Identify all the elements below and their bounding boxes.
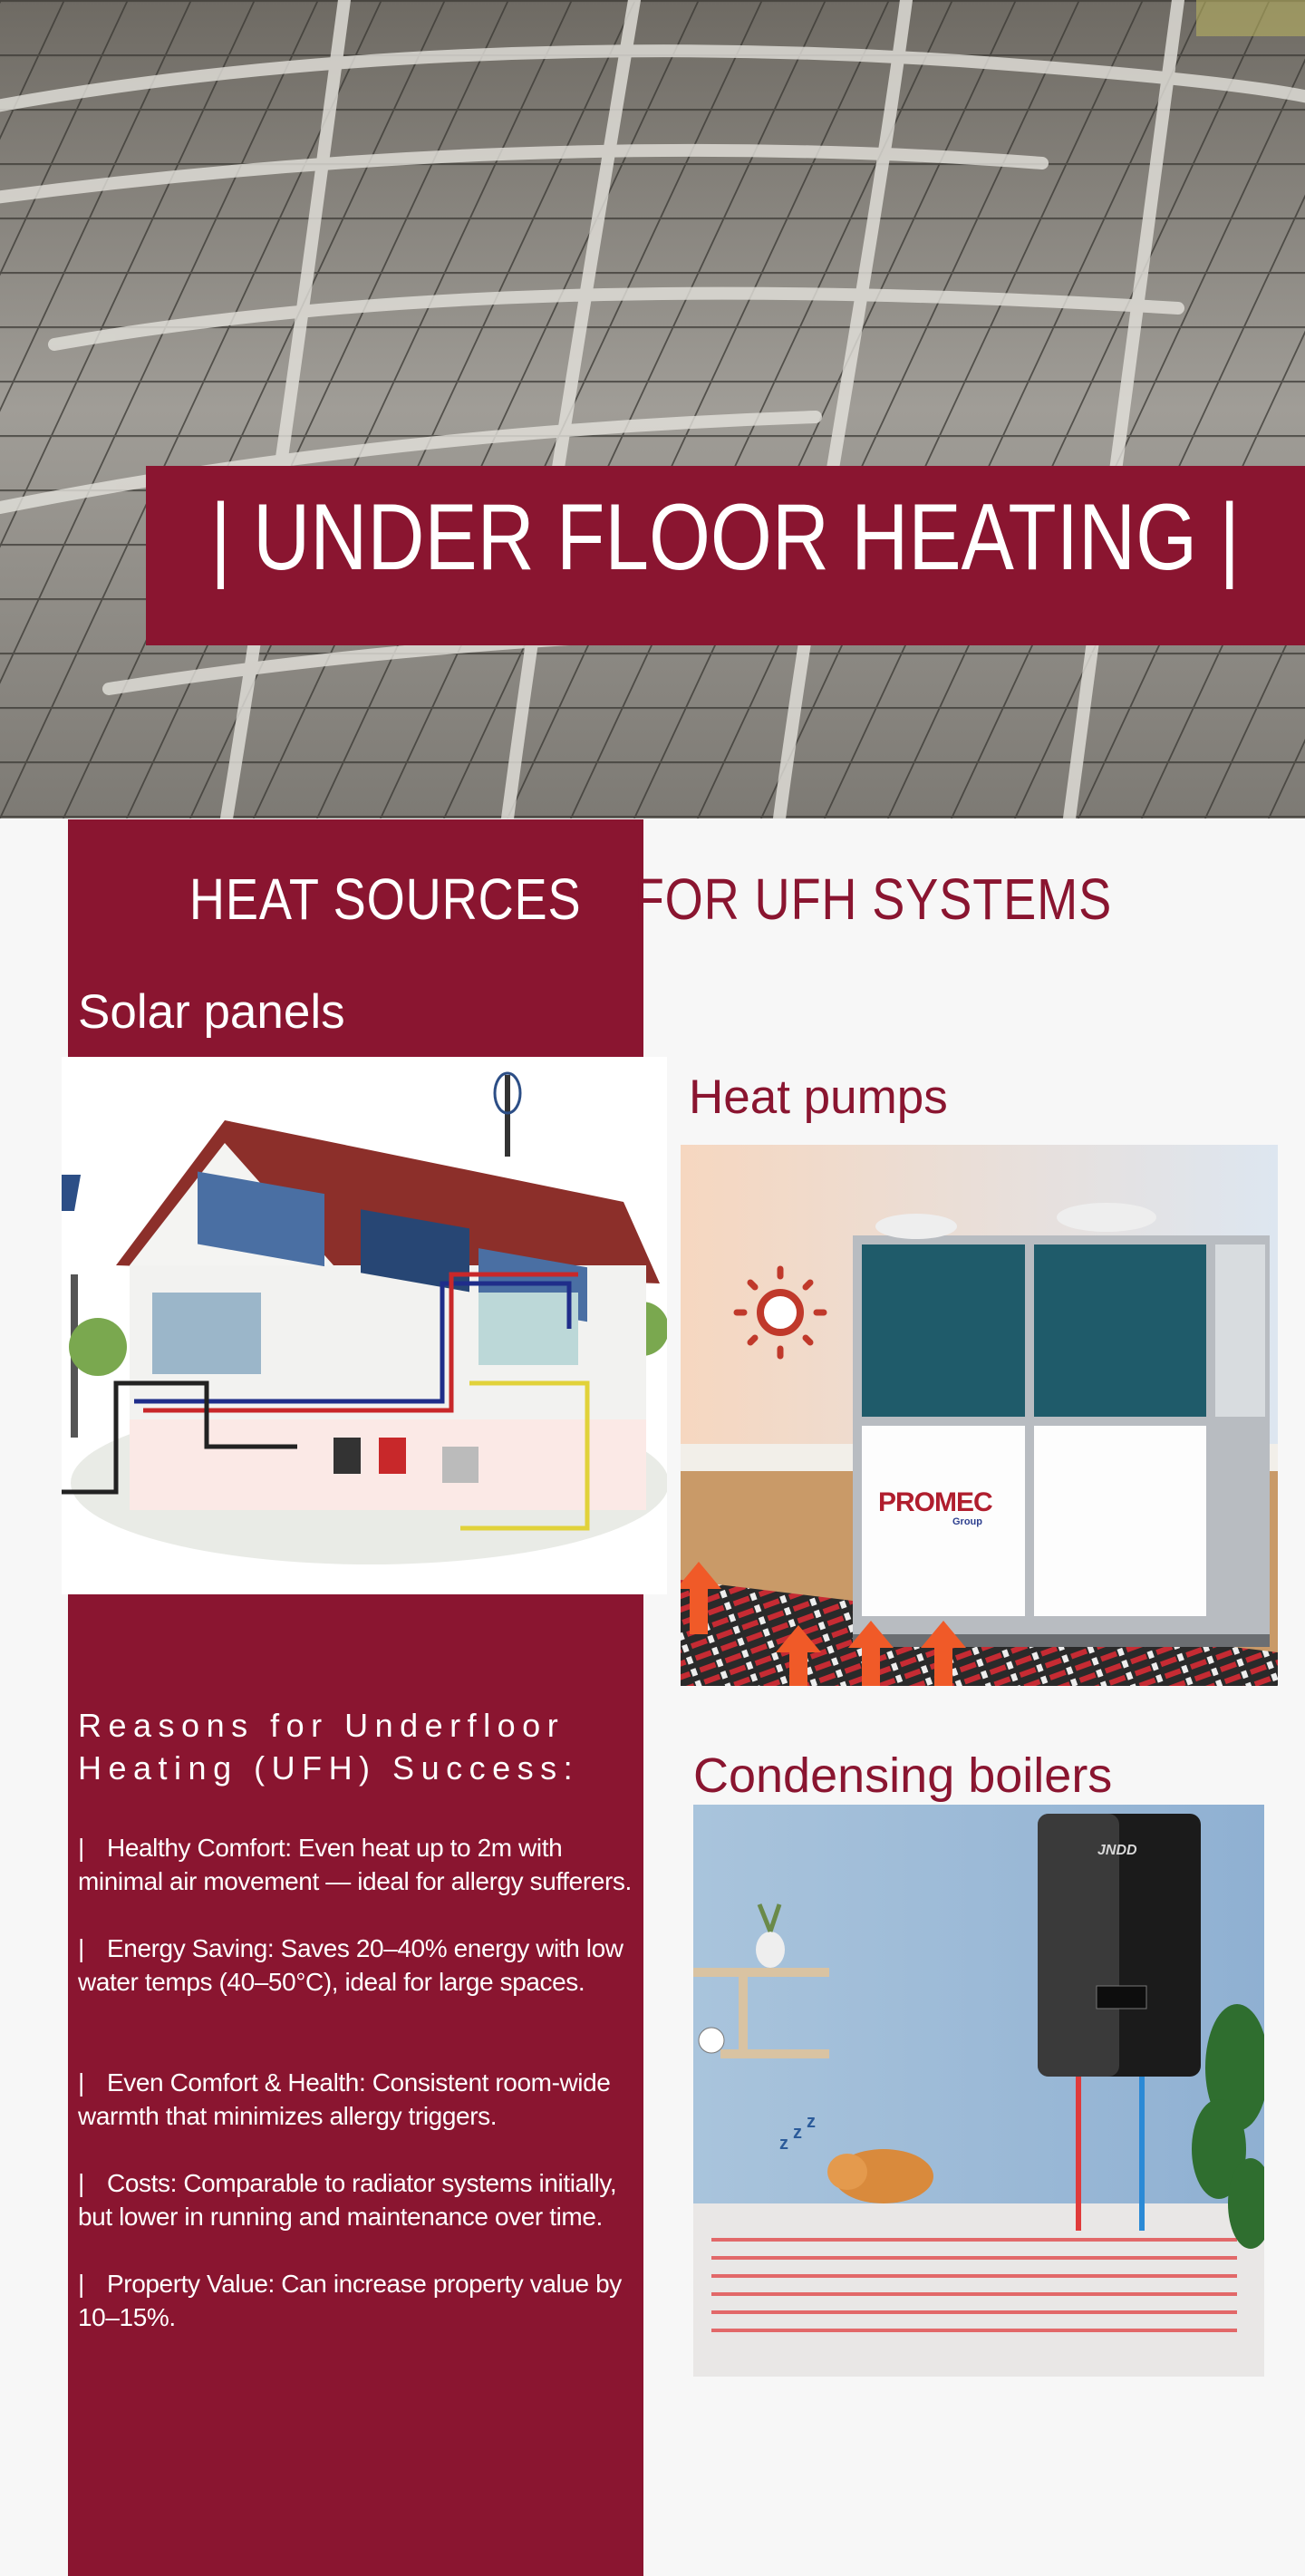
reason-text: Costs: Comparable to radiator systems in…	[78, 2169, 617, 2231]
condensing-boilers-label: Condensing boilers	[693, 1748, 1113, 1803]
reason-text: Energy Saving: Saves 20–40% energy with …	[78, 1934, 624, 1996]
reasons-list: |Healthy Comfort: Even heat up to 2m wit…	[78, 1831, 633, 2368]
solar-panels-label: Solar panels	[78, 985, 345, 1039]
bullet-bar: |	[78, 1934, 84, 1962]
page-title-text: | UNDER FLOOR HEATING |	[210, 484, 1241, 590]
svg-text:z: z	[807, 2112, 816, 2132]
reasons-title: Reasons for Underfloor Heating (UFH) Suc…	[78, 1707, 580, 1787]
section-heading-part-1: HEAT SOURCES	[188, 867, 582, 932]
page-title: | UNDER FLOOR HEATING |	[146, 466, 1305, 645]
section-heading-part-2: FOR UFH SYSTEMS	[619, 867, 1112, 932]
reason-text: Even Comfort & Health: Consistent room-w…	[78, 2068, 611, 2130]
svg-text:z: z	[779, 2134, 788, 2154]
bullet-bar: |	[78, 1834, 84, 1862]
solar-house-image	[62, 1057, 667, 1594]
left-column-top-panel	[68, 819, 643, 1057]
reason-text: Healthy Comfort: Even heat up to 2m with…	[78, 1834, 632, 1895]
underfloor-pipes-image	[0, 0, 1305, 818]
hero-floor-heating-photo	[0, 0, 1305, 818]
reason-item: |Energy Saving: Saves 20–40% energy with…	[78, 1932, 633, 1999]
bullet-bar: |	[78, 2068, 84, 2097]
heat-pump-image: PROMEC Group	[681, 1145, 1278, 1686]
reasons-panel	[68, 1594, 643, 2576]
reason-text: Property Value: Can increase property va…	[78, 2270, 622, 2331]
reason-item: |Property Value: Can increase property v…	[78, 2267, 633, 2334]
reason-item: |Even Comfort & Health: Consistent room-…	[78, 2066, 633, 2133]
page-title-banner: | UNDER FLOOR HEATING |	[146, 466, 1305, 645]
promec-logo: PROMEC	[878, 1487, 993, 1517]
bullet-bar: |	[78, 2169, 84, 2197]
heat-pumps-label: Heat pumps	[689, 1070, 948, 1124]
promec-logo-sub: Group	[952, 1516, 982, 1527]
sun-icon	[733, 1265, 827, 1360]
reason-item: |Costs: Comparable to radiator systems i…	[78, 2166, 633, 2233]
section-heading: HEAT SOURCES FOR UFH SYSTEMS	[0, 866, 1305, 933]
svg-text:z: z	[793, 2123, 802, 2143]
jndd-logo: JNDD	[1097, 1843, 1137, 1858]
reason-item: |Healthy Comfort: Even heat up to 2m wit…	[78, 1831, 633, 1898]
bullet-bar: |	[78, 2270, 84, 2298]
